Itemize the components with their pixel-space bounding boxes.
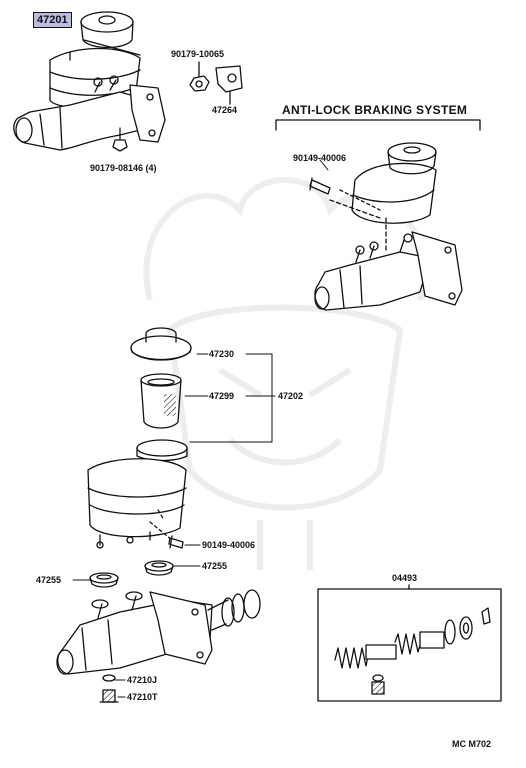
watermark-logo bbox=[143, 177, 427, 570]
repair-kit-box bbox=[317, 584, 502, 702]
gasket-47210J bbox=[102, 674, 116, 682]
part-label-90149-40006[interactable]: 90149-40006 bbox=[202, 540, 256, 550]
part-label-47264[interactable]: 47264 bbox=[212, 105, 238, 115]
bracket-47264 bbox=[215, 65, 243, 105]
leader-lines bbox=[72, 159, 329, 698]
part-label-90179-08146[interactable]: 90179-08146 (4) bbox=[90, 163, 157, 173]
part-label-47201[interactable]: 47201 bbox=[33, 12, 72, 28]
bolt-90149-40006 bbox=[168, 535, 184, 549]
strainer-47299 bbox=[140, 373, 182, 429]
grommet-47255-left bbox=[89, 572, 119, 588]
figure-code: MC M702 bbox=[452, 739, 492, 749]
reservoir-cap-47230 bbox=[130, 327, 192, 361]
part-label-47299[interactable]: 47299 bbox=[209, 391, 235, 401]
part-label-47202[interactable]: 47202 bbox=[278, 391, 304, 401]
grommet-47255-right bbox=[144, 560, 174, 576]
nut-90179-10065 bbox=[189, 61, 210, 92]
master-cylinder-abs bbox=[309, 142, 463, 311]
master-cylinder-body-lower bbox=[56, 589, 261, 675]
part-label-47255-right[interactable]: 47255 bbox=[202, 561, 228, 571]
reservoir-47202 bbox=[87, 439, 188, 549]
part-label-47210T[interactable]: 47210T bbox=[127, 692, 158, 702]
part-label-47230[interactable]: 47230 bbox=[209, 349, 235, 359]
piston-assembly bbox=[334, 607, 491, 695]
part-label-47210J[interactable]: 47210J bbox=[127, 675, 158, 685]
part-label-90149-40006-abs[interactable]: 90149-40006 bbox=[293, 153, 347, 163]
abs-section-title: ANTI-LOCK BRAKING SYSTEM bbox=[282, 103, 468, 117]
abs-section-bracket bbox=[275, 119, 481, 131]
bolt-47210T bbox=[99, 689, 119, 703]
part-label-90179-10065[interactable]: 90179-10065 bbox=[171, 49, 225, 59]
master-cylinder-assy-top bbox=[13, 11, 166, 152]
part-label-04493[interactable]: 04493 bbox=[392, 573, 418, 583]
part-label-47255-left[interactable]: 47255 bbox=[36, 575, 62, 585]
